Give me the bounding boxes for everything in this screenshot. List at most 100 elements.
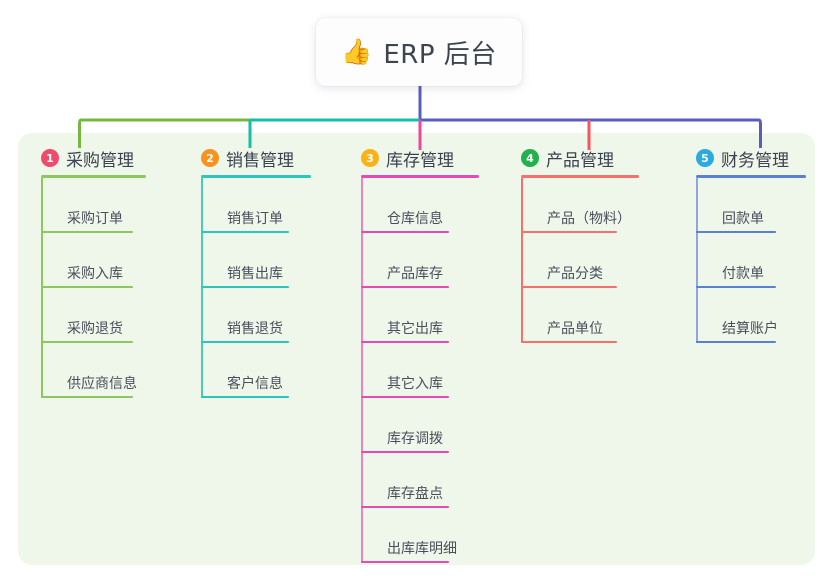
leaf-item-label: 采购订单 [67, 211, 123, 227]
leaf-item-rule [41, 231, 133, 233]
root-node[interactable]: 👍 ERP 后台 [316, 18, 522, 86]
leaf-item-rule [361, 341, 449, 343]
column-header-rule [521, 175, 639, 178]
column-badge-icon: 1 [41, 149, 59, 167]
leaf-item-rule [41, 341, 133, 343]
column-title: 采购管理 [66, 150, 134, 171]
leaf-item-label: 产品库存 [387, 266, 443, 282]
column-badge-icon: 2 [201, 149, 219, 167]
column-header-4[interactable]: 4 产品管理 [521, 145, 639, 171]
column-spine [521, 178, 523, 343]
leaf-item-rule [696, 231, 776, 233]
column-1: 1 采购管理采购订单采购入库采购退货供应商信息 [41, 145, 146, 398]
leaf-item-label: 采购入库 [67, 266, 123, 282]
leaf-item[interactable]: 回款单 [696, 178, 806, 233]
column-title: 产品管理 [546, 150, 614, 171]
leaf-item-rule [521, 286, 617, 288]
leaf-item-rule [696, 341, 776, 343]
column-header-rule [361, 175, 479, 178]
leaf-item-rule [361, 506, 449, 508]
leaf-item-label: 出库库明细 [387, 541, 457, 557]
column-items: 采购订单采购入库采购退货供应商信息 [41, 178, 146, 398]
column-title: 财务管理 [721, 150, 789, 171]
column-spine [201, 178, 203, 398]
leaf-item-label: 产品单位 [547, 321, 603, 337]
leaf-item-label: 其它出库 [387, 321, 443, 337]
leaf-item-label: 库存调拨 [387, 431, 443, 447]
leaf-item-label: 结算账户 [722, 321, 778, 337]
column-items: 仓库信息产品库存其它出库其它入库库存调拨库存盘点出库库明细 [361, 178, 479, 563]
leaf-item-label: 库存盘点 [387, 486, 443, 502]
column-header-1[interactable]: 1 采购管理 [41, 145, 146, 171]
leaf-item[interactable]: 供应商信息 [41, 343, 146, 398]
leaf-item[interactable]: 其它出库 [361, 288, 479, 343]
leaf-item[interactable]: 销售退货 [201, 288, 311, 343]
leaf-item-rule [361, 561, 449, 563]
leaf-item[interactable]: 产品（物料） [521, 178, 639, 233]
leaf-item-rule [41, 396, 133, 398]
leaf-item[interactable]: 其它入库 [361, 343, 479, 398]
leaf-item-rule [361, 396, 449, 398]
leaf-item-rule [41, 286, 133, 288]
leaf-item-label: 产品分类 [547, 266, 603, 282]
leaf-item-label: 供应商信息 [67, 376, 137, 392]
leaf-item-rule [361, 231, 449, 233]
leaf-item[interactable]: 采购入库 [41, 233, 146, 288]
column-items: 产品（物料） 产品分类产品单位 [521, 178, 639, 343]
column-header-3[interactable]: 3 库存管理 [361, 145, 479, 171]
leaf-item-label: 客户信息 [227, 376, 283, 392]
diagram-panel [18, 133, 815, 565]
leaf-item-rule [201, 396, 289, 398]
leaf-item[interactable]: 产品分类 [521, 233, 639, 288]
leaf-item-label: 销售退货 [227, 321, 283, 337]
connector-corner-right [758, 118, 762, 148]
column-5: 5 财务管理回款单付款单结算账户 [696, 145, 806, 343]
leaf-item[interactable]: 仓库信息 [361, 178, 479, 233]
leaf-item[interactable]: 库存盘点 [361, 453, 479, 508]
leaf-item[interactable]: 出库库明细 [361, 508, 479, 563]
leaf-item-label: 销售出库 [227, 266, 283, 282]
column-spine [696, 178, 698, 343]
column-header-2[interactable]: 2 销售管理 [201, 145, 311, 171]
leaf-item-label: 销售订单 [227, 211, 283, 227]
leaf-item-rule [361, 451, 449, 453]
column-badge-icon: 5 [696, 149, 714, 167]
leaf-item-rule [696, 286, 776, 288]
column-badge-icon: 4 [521, 149, 539, 167]
column-header-rule [696, 175, 806, 178]
column-spine [361, 178, 363, 563]
leaf-item[interactable]: 产品库存 [361, 233, 479, 288]
connector-corner-left [78, 118, 82, 148]
leaf-item-label: 产品（物料） [547, 211, 631, 227]
leaf-item[interactable]: 付款单 [696, 233, 806, 288]
column-2: 2 销售管理销售订单销售出库销售退货客户信息 [201, 145, 311, 398]
leaf-item[interactable]: 库存调拨 [361, 398, 479, 453]
leaf-item[interactable]: 客户信息 [201, 343, 311, 398]
column-items: 销售订单销售出库销售退货客户信息 [201, 178, 311, 398]
leaf-item-rule [201, 286, 289, 288]
leaf-item[interactable]: 销售出库 [201, 233, 311, 288]
column-header-5[interactable]: 5 财务管理 [696, 145, 806, 171]
leaf-item-rule [361, 286, 449, 288]
column-title: 库存管理 [386, 150, 454, 171]
leaf-item[interactable]: 采购订单 [41, 178, 146, 233]
thumbs-up-icon: 👍 [341, 37, 373, 66]
column-header-rule [41, 175, 146, 178]
column-header-rule [201, 175, 311, 178]
leaf-item[interactable]: 结算账户 [696, 288, 806, 343]
leaf-item-label: 回款单 [722, 211, 764, 227]
column-badge-icon: 3 [361, 149, 379, 167]
column-4: 4 产品管理产品（物料） 产品分类产品单位 [521, 145, 639, 343]
leaf-item-rule [521, 231, 617, 233]
root-title: ERP 后台 [383, 39, 497, 70]
leaf-item-label: 仓库信息 [387, 211, 443, 227]
column-items: 回款单付款单结算账户 [696, 178, 806, 343]
leaf-item-rule [521, 341, 617, 343]
leaf-item-rule [201, 231, 289, 233]
leaf-item[interactable]: 产品单位 [521, 288, 639, 343]
column-title: 销售管理 [226, 150, 294, 171]
leaf-item[interactable]: 采购退货 [41, 288, 146, 343]
leaf-item[interactable]: 销售订单 [201, 178, 311, 233]
